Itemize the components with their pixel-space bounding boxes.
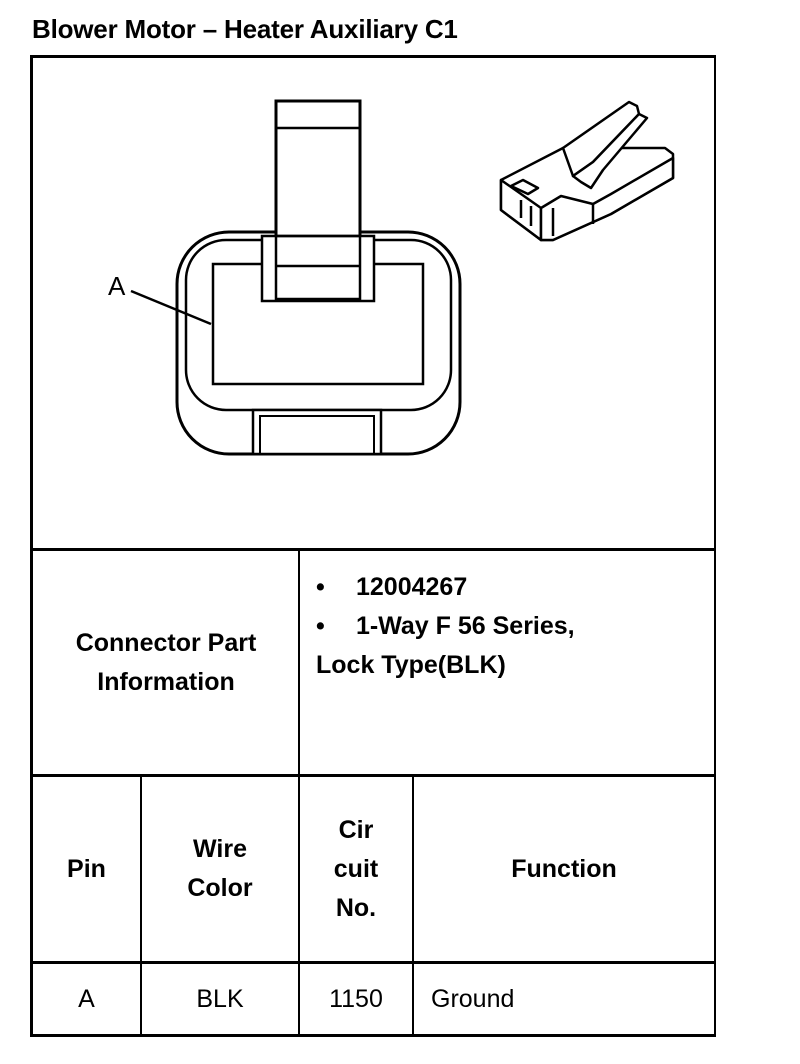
bullet-icon: • [316,573,325,601]
callout-leader [130,289,212,326]
divider-line [30,774,716,777]
table-row-function: Ground [431,985,515,1013]
part-number: 12004267 [356,573,468,601]
connector-diagram: A [108,99,675,456]
page-title: Blower Motor – Heater Auxiliary C1 [32,14,458,44]
connector-part-info-label: Connector Part Information [75,629,257,696]
table-row-wire-color: BLK [196,985,244,1013]
connector-table-frame [30,55,716,1037]
bullet-icon: • [316,612,325,640]
divider-line [30,961,716,964]
description-item: • 1-Way F 56 Series, [316,607,706,646]
part-number-item: • 12004267 [316,568,706,607]
callout-label-A: A [108,271,126,301]
connector-description-line1: 1-Way F 56 Series, [356,612,575,640]
connector-description-line2: Lock Type(BLK) [316,651,506,679]
divider-line [30,1034,716,1037]
connector-isometric-view [499,100,675,242]
table-row-circuit: 1150 [329,985,383,1013]
bottom-key [251,408,383,456]
header-function: Function [511,854,617,883]
table-row-pin: A [78,985,95,1013]
divider-line [140,776,142,1036]
divider-line [412,776,414,1036]
connector-part-info-details: • 12004267 • 1-Way F 56 Series, Lock Typ… [316,568,706,685]
header-circuit-no: Cir cuit No. [333,815,379,922]
divider-line [30,548,716,551]
header-wire-color: Wire Color [187,835,253,902]
divider-line [298,550,300,1036]
header-pin: Pin [67,854,106,883]
lock-tab-base [260,234,376,303]
